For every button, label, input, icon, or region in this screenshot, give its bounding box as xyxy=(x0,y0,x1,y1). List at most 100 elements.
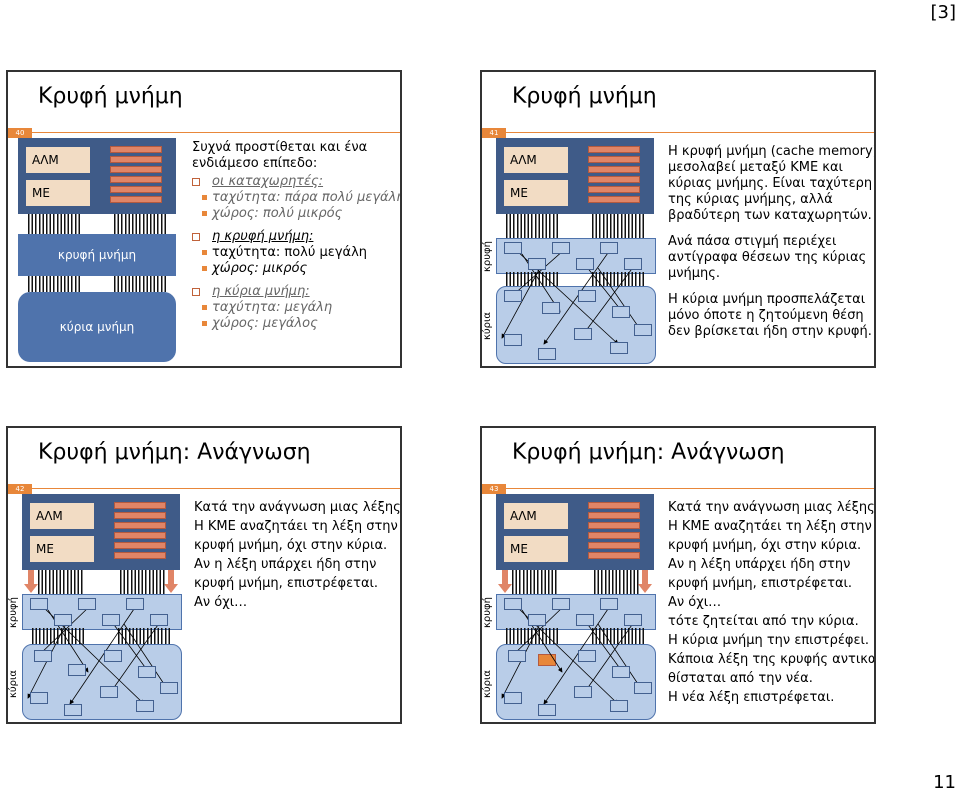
alu-label: ΑΛΜ xyxy=(30,503,94,529)
memory-cell xyxy=(504,692,522,704)
memory-cell xyxy=(136,700,154,712)
memory-cell xyxy=(160,682,178,694)
bus-lines xyxy=(114,276,166,292)
bus-lines xyxy=(592,628,644,644)
read-arrow xyxy=(642,570,648,584)
memory-cell xyxy=(612,666,630,678)
read-arrow xyxy=(164,584,178,593)
cu-label: ΜΕ xyxy=(504,180,568,206)
mapping-arrow xyxy=(597,623,643,691)
memory-cell xyxy=(528,614,546,626)
memory-cell xyxy=(64,704,82,716)
memory-cell xyxy=(538,348,556,360)
memory-cell xyxy=(542,302,560,314)
memory-cell xyxy=(504,290,522,302)
read-arrow xyxy=(28,570,34,584)
memory-cell xyxy=(574,686,592,698)
memory-cell xyxy=(612,306,630,318)
requested-word-cell xyxy=(538,654,556,666)
memory-cell xyxy=(528,258,546,270)
bus-lines xyxy=(594,570,640,594)
slide-title: Κρυφή μνήμη: Ανάγνωση xyxy=(512,440,785,465)
cache-memory-block: κρυφή μνήμη xyxy=(18,234,176,276)
memory-cell xyxy=(504,242,522,254)
memory-cell xyxy=(578,650,596,662)
slide-43-text: Κατά την ανάγνωση μιας λέξης: Η ΚΜΕ αναζ… xyxy=(668,500,876,705)
cu-label: ΜΕ xyxy=(504,536,568,562)
cu-label: ΜΕ xyxy=(26,180,90,206)
memory-cell xyxy=(610,700,628,712)
slide-41: Κρυφή μνήμη 41 ΑΛΜ ΜΕ κρυφή κύρια Η κρυφ… xyxy=(480,70,876,368)
memory-cell xyxy=(68,664,86,676)
mapping-arrow xyxy=(69,605,137,705)
slide-number: 40 xyxy=(8,128,32,138)
read-arrow xyxy=(638,584,652,593)
bus-lines xyxy=(120,570,166,594)
mapping-arrow xyxy=(37,605,91,657)
slide-41-text: Η κρυφή μνήμη (cache memory) μεσολαβεί μ… xyxy=(668,144,876,339)
memory-cell xyxy=(552,242,570,254)
slide-title: Κρυφή μνήμη: Ανάγνωση xyxy=(38,440,311,465)
memory-cell xyxy=(600,242,618,254)
mapping-arrow xyxy=(581,265,635,337)
read-arrow xyxy=(502,570,508,584)
memory-cell xyxy=(538,704,556,716)
memory-cell xyxy=(624,614,642,626)
memory-cell xyxy=(30,598,48,610)
slide-42-text: Κατά την ανάγνωση μιας λέξης: Η ΚΜΕ αναζ… xyxy=(194,500,402,610)
mapping-arrow xyxy=(107,621,161,697)
mapping-arrow xyxy=(501,267,541,339)
memory-cell xyxy=(100,686,118,698)
mapping-arrow xyxy=(543,249,611,345)
bus-lines xyxy=(28,214,80,234)
bus-lines xyxy=(592,214,644,238)
memory-cell xyxy=(78,598,96,610)
memory-cell xyxy=(54,614,72,626)
bus-lines xyxy=(506,214,558,238)
memory-cell xyxy=(634,682,652,694)
slide-title: Κρυφή μνήμη xyxy=(38,84,183,109)
bus-lines xyxy=(118,628,170,644)
slide-40-text: Συχνά προστίθεται και ένα ενδιάμεσο επίπ… xyxy=(192,140,402,331)
mapping-arrow xyxy=(511,605,565,657)
mapping-arrow xyxy=(597,267,643,333)
cu-label: ΜΕ xyxy=(30,536,94,562)
slide-42: Κρυφή μνήμη: Ανάγνωση 42 ΑΛΜ ΜΕ κρυφή κύ… xyxy=(6,426,402,724)
memory-cell xyxy=(576,614,594,626)
main-memory-block: κύρια μνήμη xyxy=(18,292,176,362)
memory-cell xyxy=(508,650,526,662)
alu-label: ΑΛΜ xyxy=(504,147,568,173)
bus-lines xyxy=(506,628,558,644)
slide-title: Κρυφή μνήμη xyxy=(512,84,657,109)
slide-number: 42 xyxy=(8,484,32,494)
memory-cell xyxy=(504,598,522,610)
bus-lines xyxy=(114,214,166,234)
bus-lines xyxy=(28,276,80,292)
bus-lines xyxy=(592,272,644,286)
slide-number: 41 xyxy=(482,128,506,138)
mapping-arrow xyxy=(581,621,635,697)
memory-cell xyxy=(576,258,594,270)
read-arrow xyxy=(24,584,38,593)
bracket-number: [3] xyxy=(930,2,957,23)
memory-cell xyxy=(634,324,652,336)
memory-cell xyxy=(624,258,642,270)
mapping-arrow xyxy=(511,249,565,297)
memory-cell xyxy=(552,598,570,610)
bus-lines xyxy=(32,628,84,644)
memory-cell xyxy=(578,290,596,302)
mapping-arrow xyxy=(111,621,151,675)
cpu-block: ΑΛΜ ΜΕ xyxy=(496,494,654,570)
read-arrow xyxy=(168,570,174,584)
read-arrow xyxy=(498,584,512,593)
memory-cell xyxy=(126,598,144,610)
cpu-block: ΑΛΜ ΜΕ xyxy=(22,494,180,570)
memory-cell xyxy=(600,598,618,610)
memory-cell xyxy=(150,614,168,626)
memory-cell xyxy=(504,334,522,346)
bus-lines xyxy=(38,570,84,594)
cpu-block: ΑΛΜ ΜΕ xyxy=(496,138,654,214)
memory-cell xyxy=(610,342,628,354)
memory-cell xyxy=(104,650,122,662)
memory-cell xyxy=(574,328,592,340)
